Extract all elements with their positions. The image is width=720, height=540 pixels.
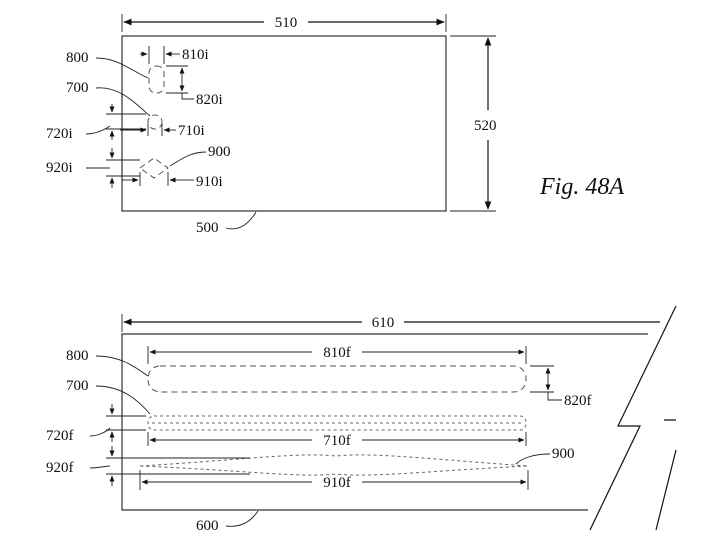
break-line-right bbox=[656, 420, 676, 530]
label-810f: 810f bbox=[323, 345, 351, 361]
label-720i: 720i bbox=[46, 126, 73, 142]
element-900-diamond bbox=[140, 158, 168, 178]
label-900: 900 bbox=[208, 144, 231, 160]
upper-diagram: 510 520 500 800 810i 820i 700 bbox=[46, 14, 497, 236]
lower-diagram: 610 600 800 810f 820f 700 720f bbox=[46, 306, 676, 534]
label-800-lower: 800 bbox=[66, 348, 89, 364]
label-910f: 910f bbox=[323, 475, 351, 491]
label-720f: 720f bbox=[46, 428, 74, 444]
figure-label: Fig. 48A bbox=[539, 174, 624, 200]
label-510: 510 bbox=[275, 15, 298, 31]
label-920f: 920f bbox=[46, 460, 74, 476]
element-800-elongated bbox=[148, 366, 526, 392]
label-710i: 710i bbox=[178, 123, 205, 139]
label-920i: 920i bbox=[46, 160, 73, 176]
element-700-circle bbox=[148, 115, 162, 129]
label-700-lower: 700 bbox=[66, 378, 89, 394]
label-810i: 810i bbox=[182, 47, 209, 63]
label-700: 700 bbox=[66, 80, 89, 96]
label-500: 500 bbox=[196, 220, 219, 236]
label-820f: 820f bbox=[564, 393, 592, 409]
container-500 bbox=[122, 36, 446, 211]
label-710f: 710f bbox=[323, 433, 351, 449]
label-600: 600 bbox=[196, 518, 219, 534]
element-800-pill bbox=[149, 66, 164, 93]
label-520: 520 bbox=[474, 118, 497, 134]
label-820i: 820i bbox=[196, 92, 223, 108]
element-700-elongated bbox=[148, 416, 526, 430]
label-910i: 910i bbox=[196, 174, 223, 190]
break-line-left bbox=[590, 306, 676, 530]
label-610: 610 bbox=[372, 315, 395, 331]
label-900-lower: 900 bbox=[552, 446, 575, 462]
label-800: 800 bbox=[66, 50, 89, 66]
container-600 bbox=[122, 334, 648, 510]
